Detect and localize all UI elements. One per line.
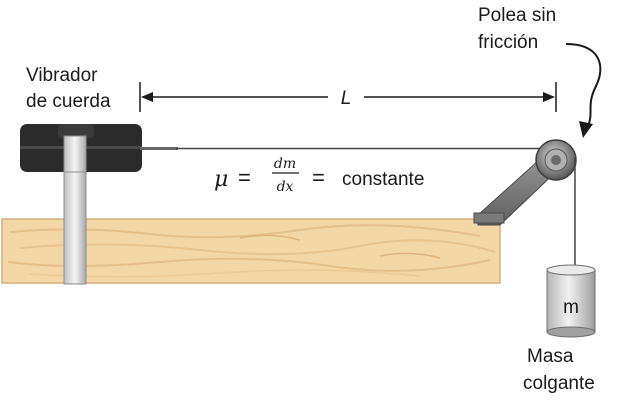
vibrator-label-line2: de cuerda	[26, 91, 111, 112]
equation-equals-1: =	[238, 165, 251, 190]
mass-label-line1: Masa	[527, 346, 574, 367]
length-dimension: L	[139, 82, 557, 112]
pulley	[535, 139, 577, 181]
mass-symbol: m	[563, 297, 579, 318]
equation-mu: μ	[214, 167, 228, 192]
pulley-label-line2: fricción	[478, 32, 538, 53]
pulley-pointer-arrow	[565, 43, 602, 138]
length-label: L	[341, 88, 352, 109]
mass-label-line2: colgante	[523, 373, 595, 394]
equation-denominator: dx	[277, 179, 294, 195]
hanging-mass: m	[546, 264, 596, 338]
vibrator-label-line1: Vibrador	[26, 65, 98, 86]
equation-equals-2: =	[312, 165, 325, 190]
string-vibrator	[20, 124, 178, 173]
pulley-label-line1: Polea sin	[478, 5, 556, 26]
equation-rhs: constante	[342, 169, 424, 190]
linear-density-equation: μ = dm dx = constante	[214, 156, 424, 195]
equation-numerator: dm	[274, 156, 296, 172]
